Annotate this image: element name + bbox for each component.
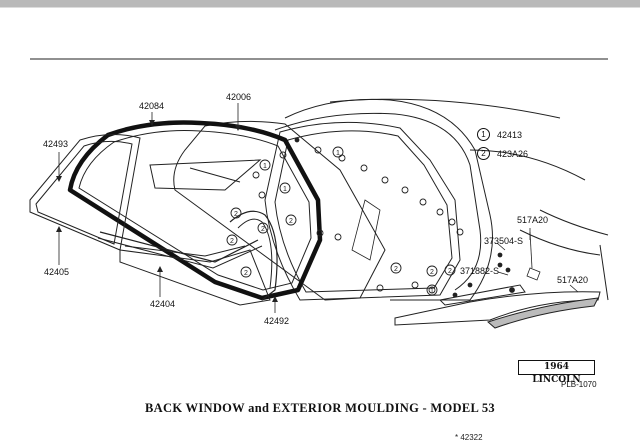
svg-text:2: 2 bbox=[394, 266, 398, 273]
label-42084: 42084 bbox=[139, 101, 165, 111]
svg-text:2: 2 bbox=[234, 211, 238, 218]
roof-panel bbox=[274, 98, 609, 301]
window-top-line bbox=[0, 7, 640, 8]
leader-arrows bbox=[56, 120, 278, 302]
callout-markers: 2 2 2 2 2 2 2 2 1 1 1 1 bbox=[226, 146, 456, 296]
panel-clips bbox=[252, 146, 464, 294]
svg-text:2: 2 bbox=[448, 268, 452, 275]
svg-text:1: 1 bbox=[263, 163, 267, 170]
weatherstrip bbox=[67, 120, 323, 301]
label-373504-S: 373504-S bbox=[484, 236, 524, 246]
window-top-bar bbox=[0, 0, 640, 7]
svg-text:2: 2 bbox=[289, 218, 293, 225]
diagram-caption: BACK WINDOW and EXTERIOR MOULDING - MODE… bbox=[145, 401, 495, 415]
lower-moulding bbox=[99, 231, 259, 263]
svg-text:1: 1 bbox=[336, 150, 340, 157]
legend-part-1: 42413 bbox=[497, 130, 523, 140]
svg-text:2: 2 bbox=[430, 269, 434, 276]
label-42405: 42405 bbox=[44, 267, 70, 277]
back-glass bbox=[149, 120, 386, 301]
label-42006: 42006 bbox=[226, 92, 252, 102]
rear-trim-strip bbox=[394, 284, 601, 329]
label-371882-S: 371882-S bbox=[460, 266, 500, 276]
label-517A20-right: 517A20 bbox=[557, 275, 589, 285]
svg-text:2: 2 bbox=[261, 226, 265, 233]
model-year-tag: 1964 LINCOLN bbox=[518, 360, 595, 385]
svg-text:1: 1 bbox=[430, 288, 434, 295]
svg-text:2: 2 bbox=[244, 270, 248, 277]
legend-marker-1: 1 bbox=[477, 128, 490, 141]
label-517A20-top: 517A20 bbox=[517, 215, 549, 225]
svg-text:2: 2 bbox=[230, 238, 234, 245]
outer-moulding bbox=[29, 134, 271, 306]
label-42492: 42492 bbox=[264, 316, 290, 326]
cutoff-footnote: * 42322 bbox=[455, 433, 483, 442]
side-moulding bbox=[229, 210, 278, 301]
label-42404: 42404 bbox=[150, 299, 176, 309]
legend-part-2: 423A26 bbox=[497, 149, 529, 159]
label-42493: 42493 bbox=[43, 139, 69, 149]
leader-lines bbox=[58, 103, 579, 313]
svg-text:1: 1 bbox=[283, 186, 287, 193]
clip-fasteners bbox=[294, 137, 541, 298]
plate-code: PLB-1070 bbox=[561, 380, 597, 389]
legend-marker-2: 2 bbox=[477, 147, 490, 160]
